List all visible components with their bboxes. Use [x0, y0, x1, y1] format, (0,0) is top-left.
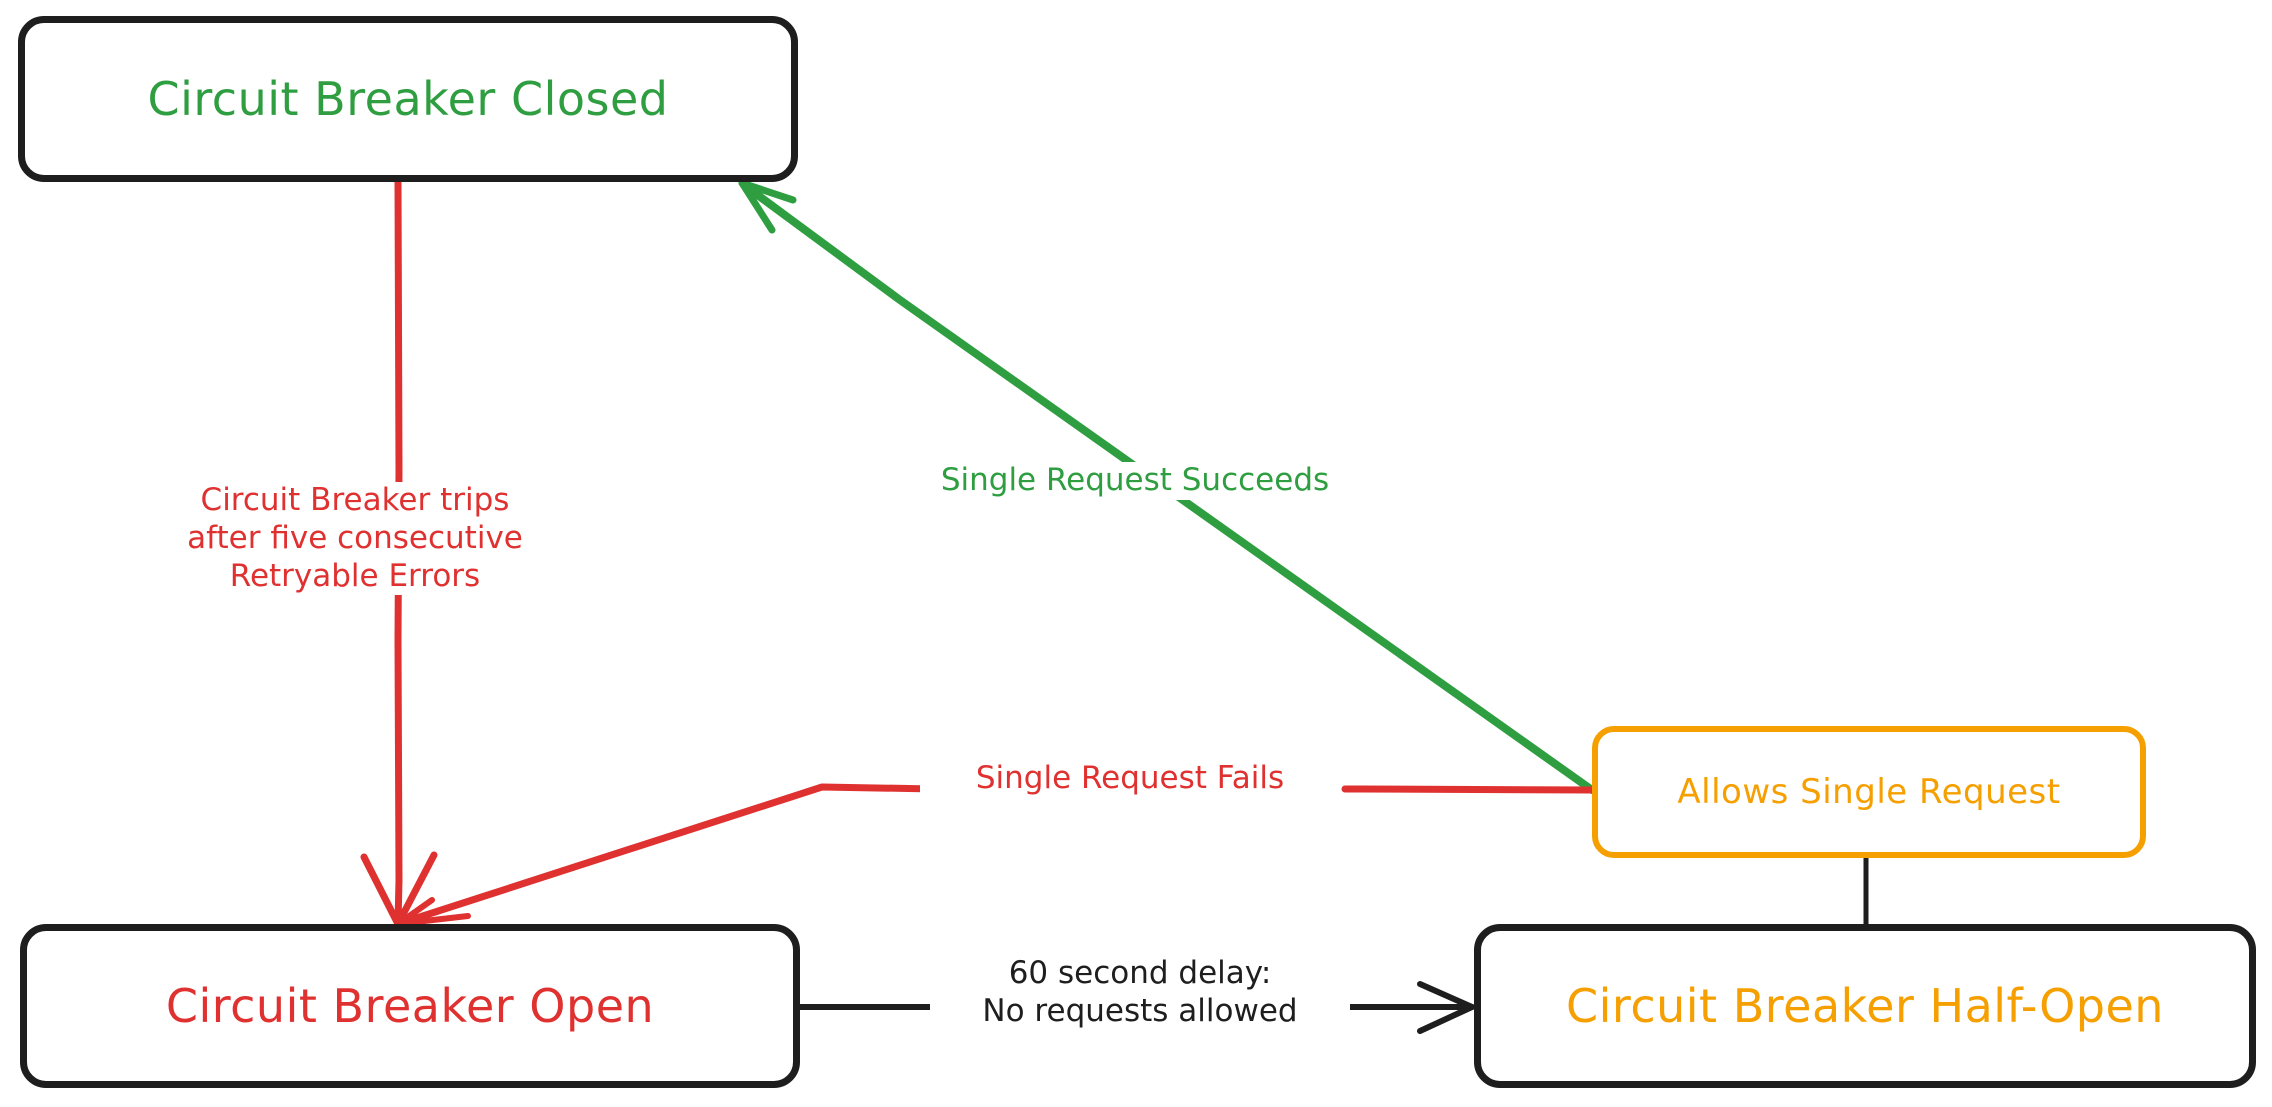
node-allows-single-request[interactable]: Allows Single Request: [1592, 726, 2146, 858]
node-label-closed: Circuit Breaker Closed: [147, 72, 669, 126]
node-label-allows-single-request: Allows Single Request: [1677, 772, 2061, 812]
node-circuit-breaker-closed[interactable]: Circuit Breaker Closed: [18, 16, 798, 182]
node-circuit-breaker-half-open[interactable]: Circuit Breaker Half-Open: [1474, 924, 2256, 1088]
edge-allows-to-open: [394, 783, 1596, 928]
node-label-open: Circuit Breaker Open: [165, 979, 655, 1033]
node-circuit-breaker-open[interactable]: Circuit Breaker Open: [20, 924, 800, 1088]
node-label-half-open: Circuit Breaker Half-Open: [1566, 979, 2164, 1033]
edge-open-to-halfopen: [795, 981, 1475, 1034]
edge-closed-to-open: [360, 178, 438, 928]
edge-allows-to-closed: [738, 179, 1596, 794]
